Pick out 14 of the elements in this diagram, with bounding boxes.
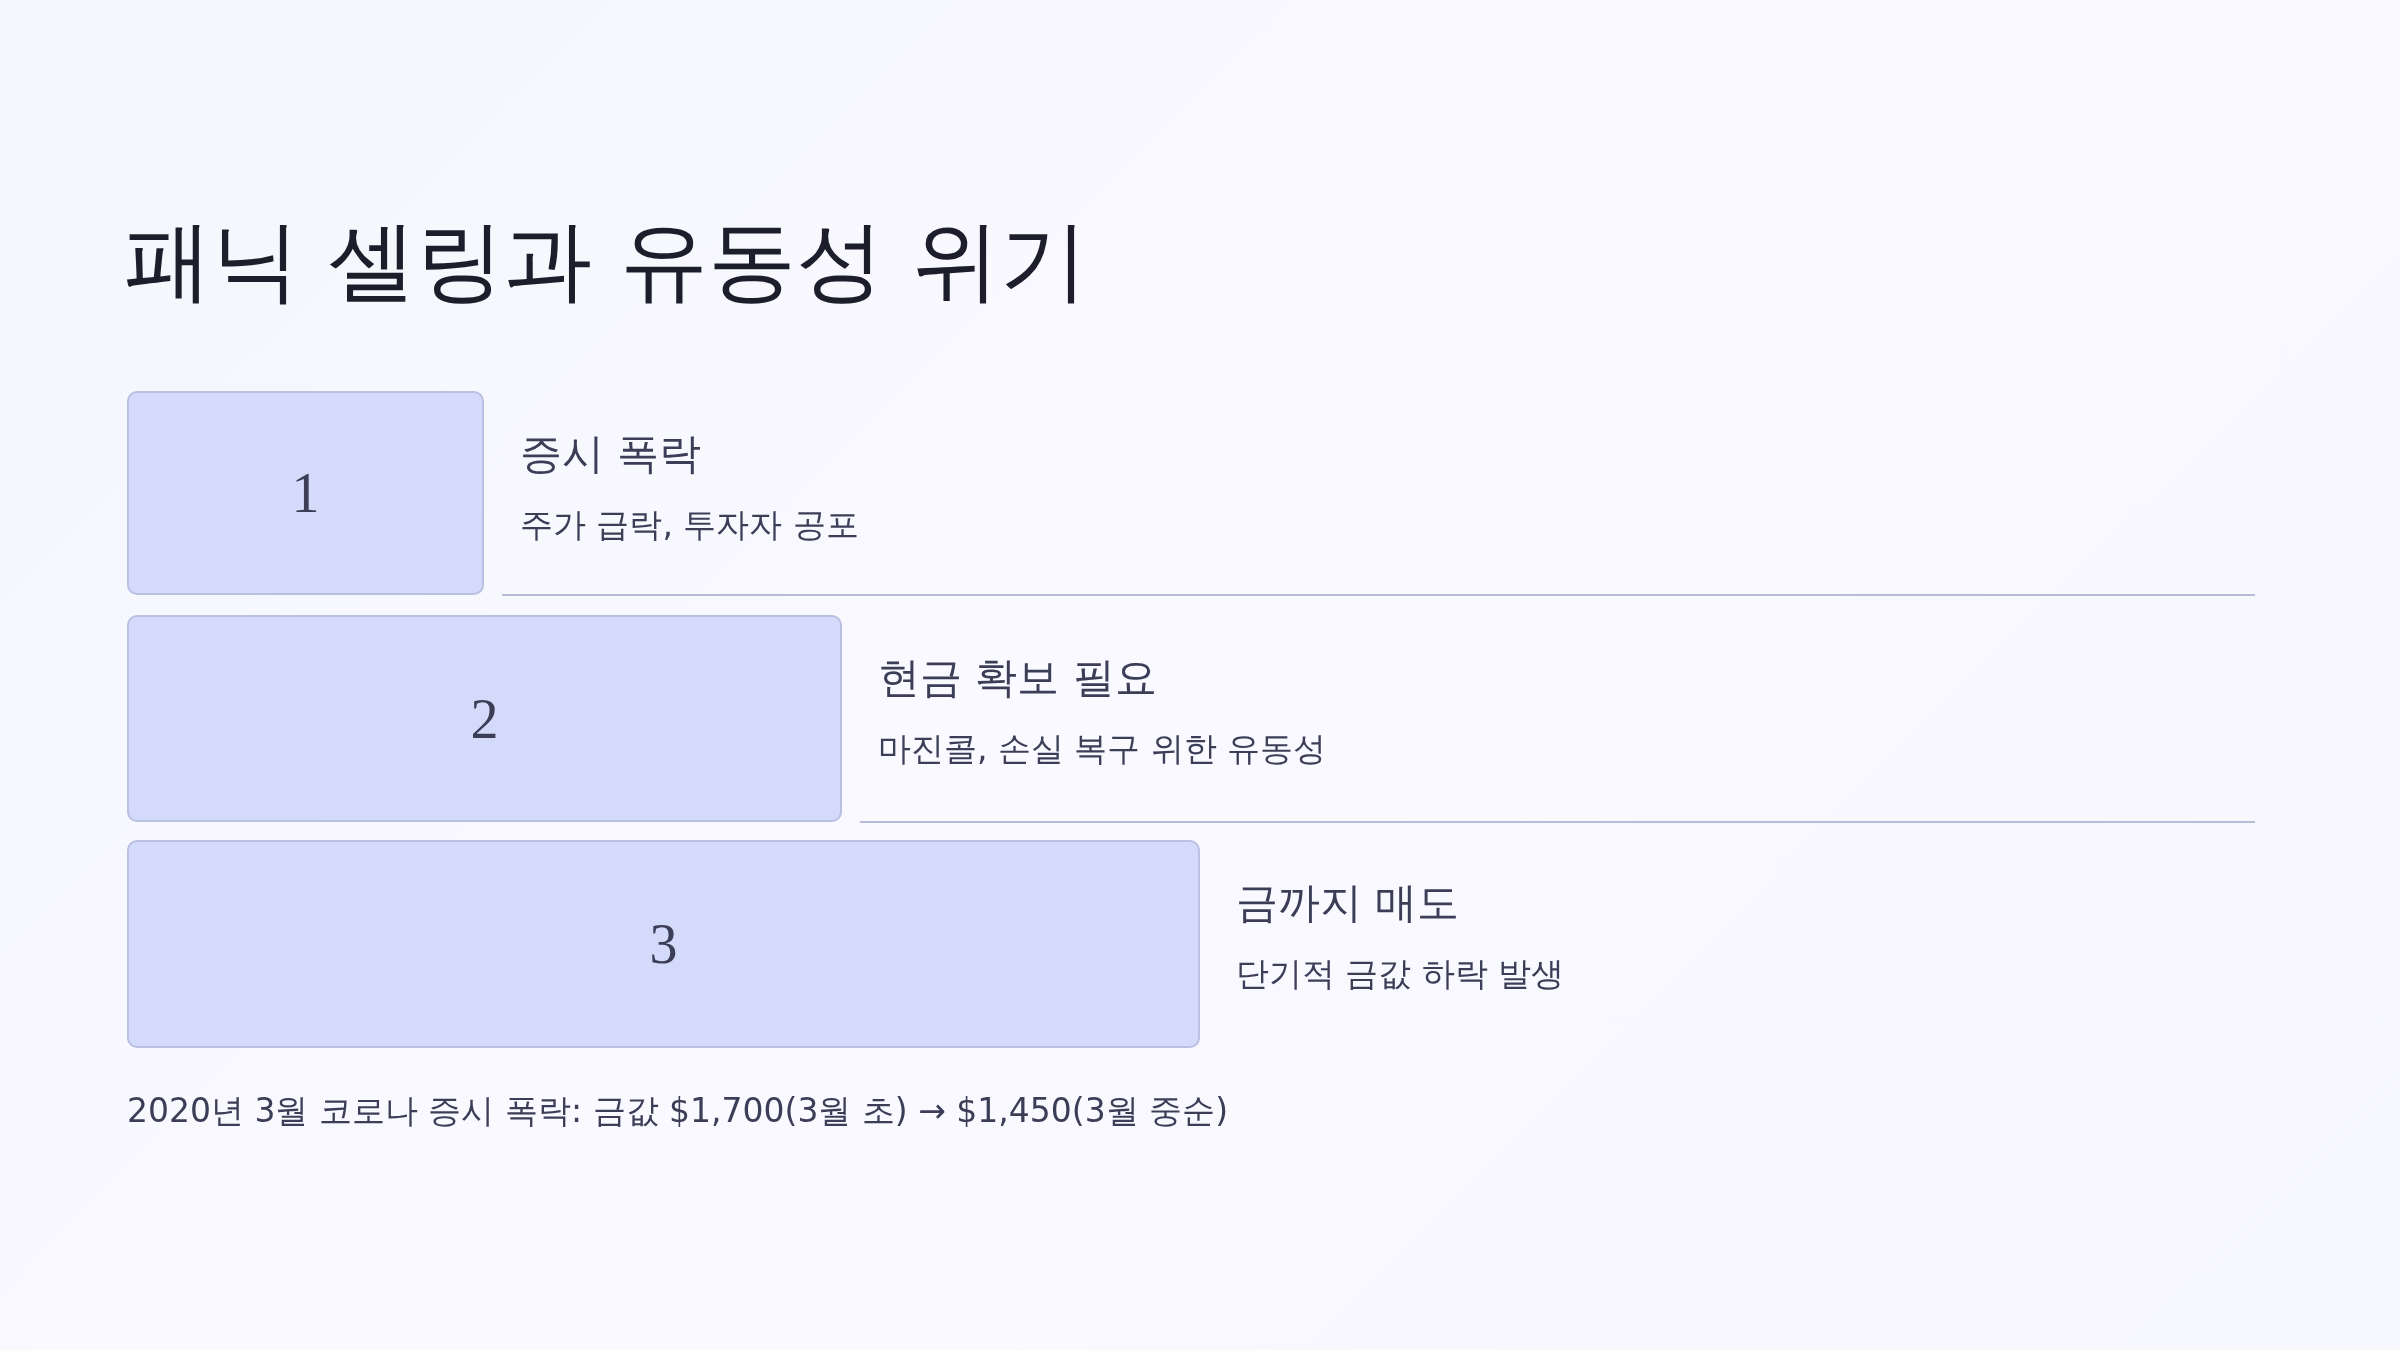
step-number: 1	[291, 465, 320, 521]
step-description: 주가 급락, 투자자 공포	[520, 505, 859, 545]
step-box	[127, 840, 1200, 1048]
step-number: 2	[470, 690, 499, 747]
step-box	[127, 391, 484, 595]
step-heading: 현금 확보 필요	[878, 653, 1157, 704]
step-heading: 금까지 매도	[1236, 878, 1460, 929]
title: 패닉 셀링과 유동성 위기	[124, 208, 1088, 314]
step-heading: 증시 폭락	[520, 429, 702, 480]
step-number: 3	[649, 916, 678, 972]
step-description: 단기적 금값 하락 발생	[1236, 954, 1565, 994]
step-description: 마진콜, 손실 복구 위한 유동성	[878, 729, 1327, 769]
footnote: 2020년 3월 코로나 증시 폭락: 금값 $1,700(3월 초) → $1,450(3월 중순)	[127, 1090, 1229, 1132]
step-box	[127, 615, 842, 822]
